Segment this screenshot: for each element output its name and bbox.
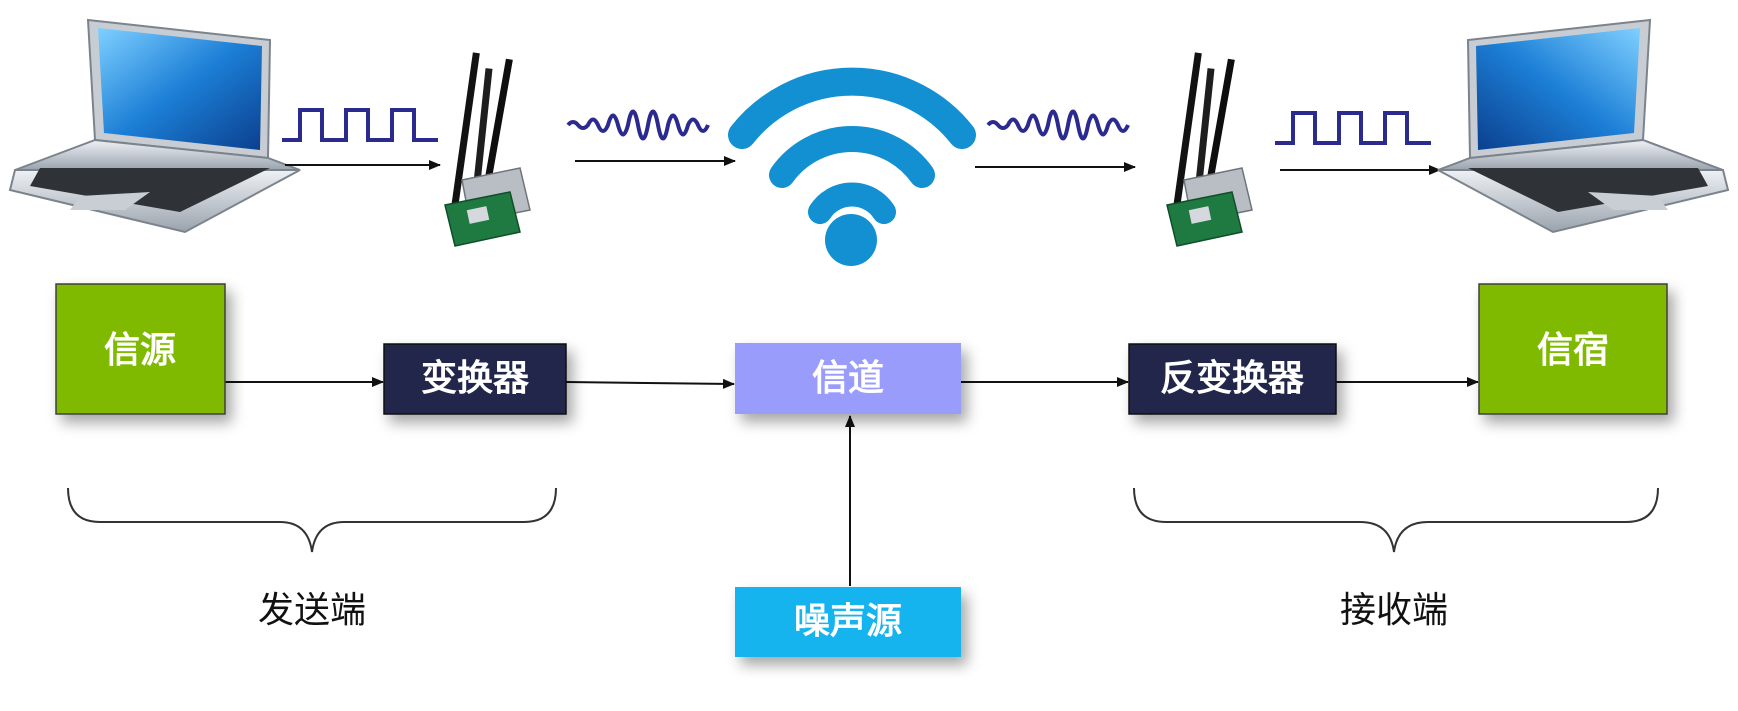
channel-label: 信道 xyxy=(812,358,884,399)
square-wave-icon xyxy=(1275,111,1431,145)
wifi-adapter-icon xyxy=(444,51,531,247)
laptop-icon xyxy=(9,19,301,233)
sink-block: 信宿 xyxy=(1478,283,1668,415)
laptop-icon xyxy=(1437,19,1729,233)
source-block: 信源 xyxy=(55,283,226,415)
inverse-transformer-label: 反变换器 xyxy=(1160,357,1305,399)
transformer-block: 变换器 xyxy=(383,343,567,415)
sine-wave-icon xyxy=(566,109,710,141)
noise-source-block: 噪声源 xyxy=(735,587,961,657)
sender-brace xyxy=(67,487,557,553)
sender-label: 发送端 xyxy=(258,590,366,631)
channel-block: 信道 xyxy=(735,343,961,414)
sine-wave-icon xyxy=(986,109,1130,141)
receiver-brace xyxy=(1133,487,1659,553)
wifi-adapter-icon xyxy=(1166,51,1253,247)
square-wave-icon xyxy=(282,108,438,142)
inverse-transformer-block: 反变换器 xyxy=(1128,343,1337,415)
noise-source-label: 噪声源 xyxy=(794,601,902,642)
receiver-label: 接收端 xyxy=(1340,590,1448,631)
source-label: 信源 xyxy=(104,330,176,371)
flow-arrow-transformer-channel xyxy=(565,378,735,389)
transformer-label: 变换器 xyxy=(421,357,530,399)
sink-label: 信宿 xyxy=(1537,330,1609,371)
wifi-icon xyxy=(728,67,976,266)
